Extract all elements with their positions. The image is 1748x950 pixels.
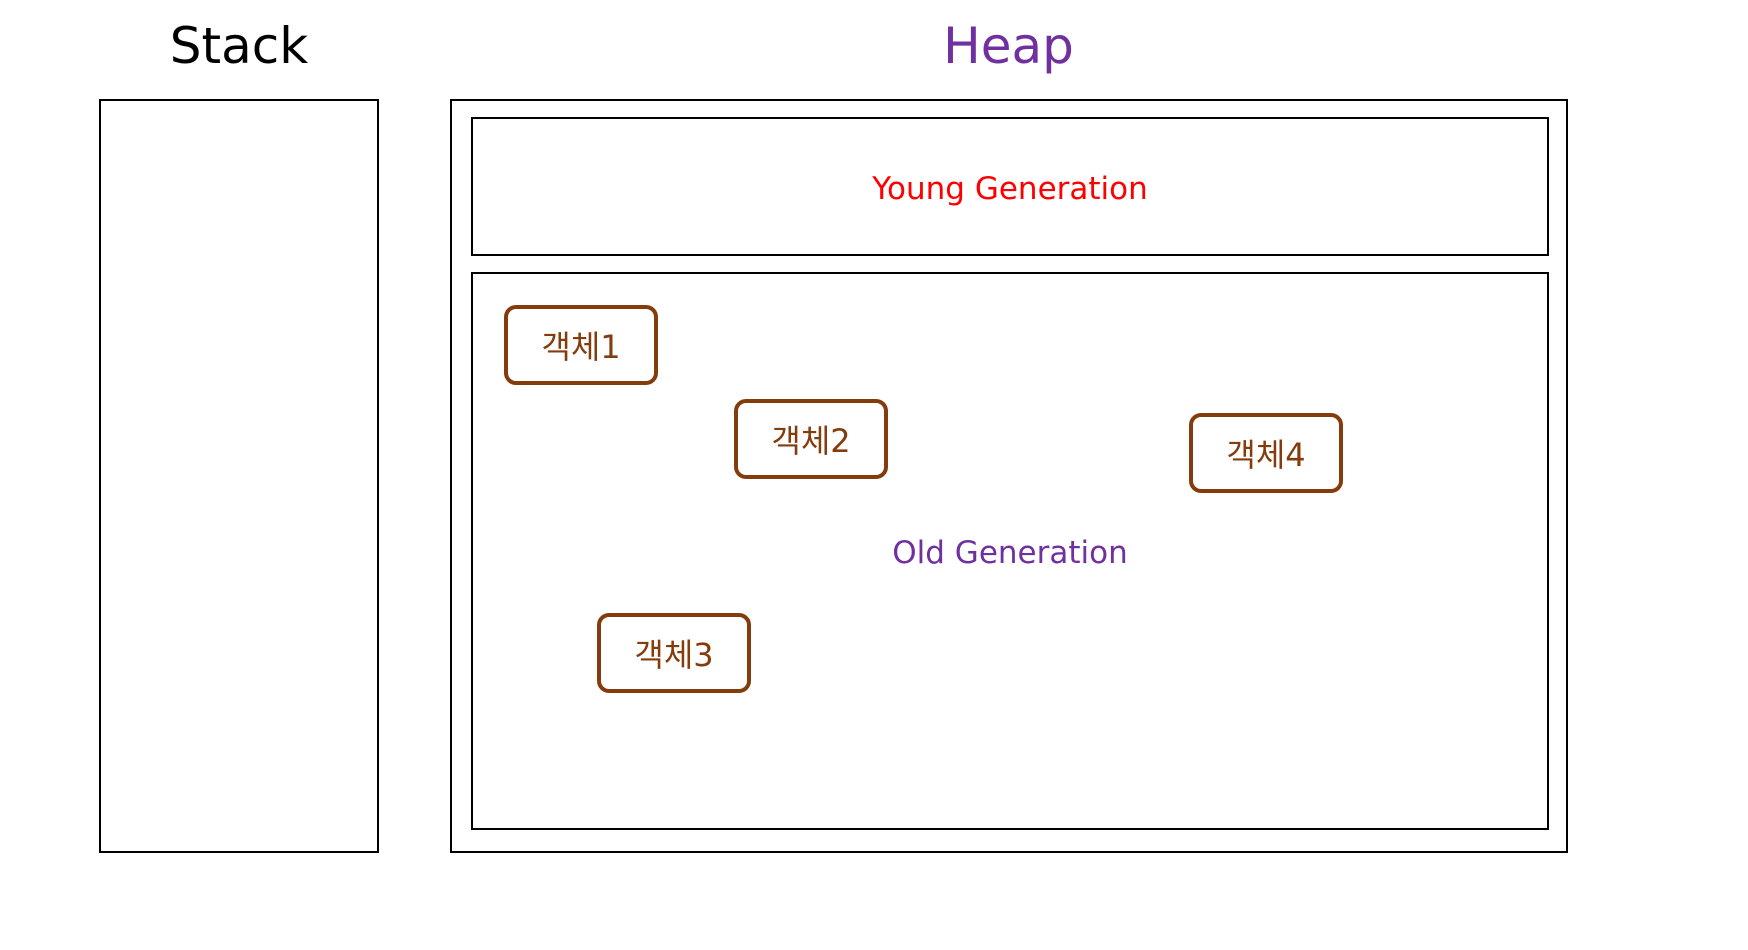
heap-object-2: 객체2 [734, 399, 888, 479]
young-generation-region [471, 117, 1549, 256]
heap-object-4: 객체4 [1189, 413, 1343, 493]
heap-object-3: 객체3 [597, 613, 751, 693]
heap-title: Heap [943, 17, 1074, 75]
old-generation-region [471, 272, 1549, 830]
heap-object-1: 객체1 [504, 305, 658, 385]
stack-region [99, 99, 379, 853]
heap-region [450, 99, 1568, 853]
old-generation-label: Old Generation [892, 535, 1128, 571]
stack-title: Stack [169, 17, 309, 75]
young-generation-label: Young Generation [872, 171, 1148, 207]
